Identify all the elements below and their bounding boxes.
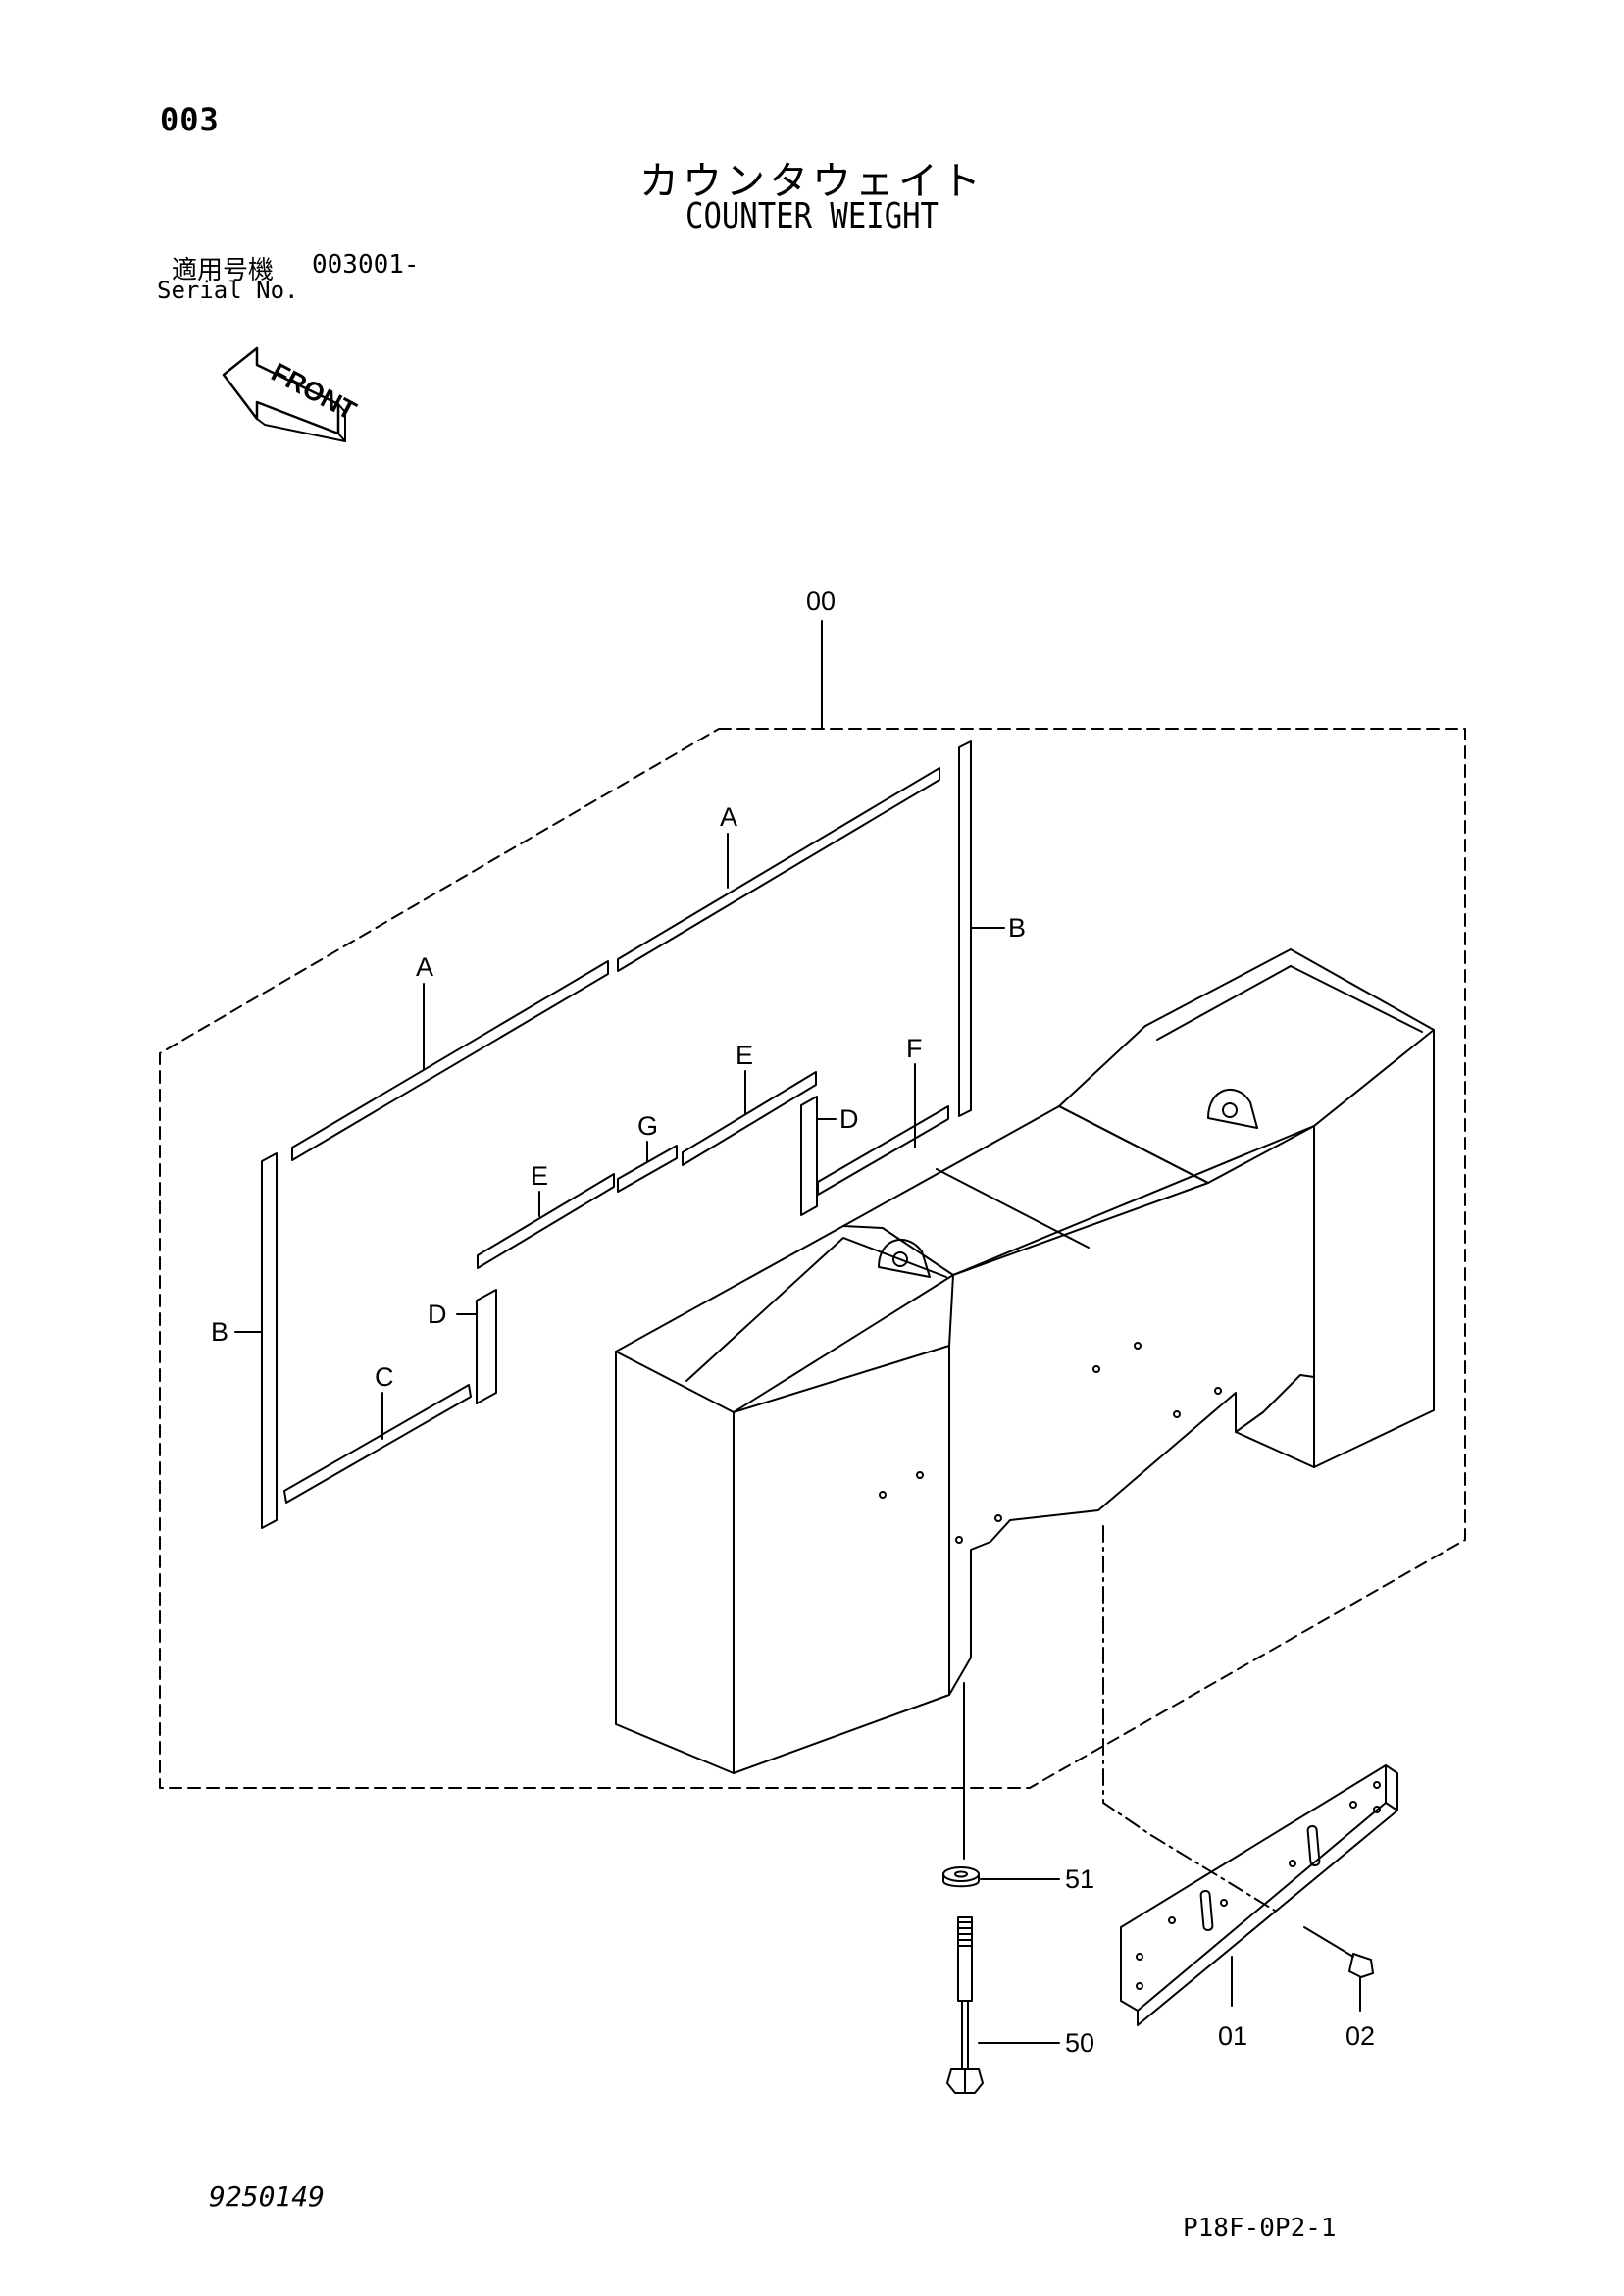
- callout-b-left: B: [211, 1317, 228, 1347]
- counterweight-body: [615, 948, 1435, 1774]
- callout-g: G: [637, 1111, 658, 1141]
- washer-51: [942, 1866, 980, 1888]
- seal-strip-f: [817, 1105, 949, 1196]
- bolt-02: [1303, 1926, 1374, 1978]
- callout-e-upper: E: [736, 1041, 753, 1070]
- seal-strip-d-left: [476, 1289, 497, 1404]
- callout-00: 00: [806, 587, 836, 616]
- callout-50: 50: [1065, 2028, 1094, 2058]
- seal-strip-e-lower: [477, 1173, 615, 1269]
- callout-a-upper: A: [720, 802, 737, 832]
- seal-strip-e-upper: [682, 1071, 817, 1166]
- bolt-50: [946, 1916, 984, 2094]
- seal-strips: [261, 740, 972, 1529]
- seal-strip-g: [617, 1145, 678, 1193]
- callout-f: F: [906, 1034, 923, 1063]
- assembly-boundary: [159, 728, 1466, 1789]
- callout-c: C: [375, 1362, 394, 1392]
- callout-b-right: B: [1008, 913, 1026, 943]
- seal-strip-b-right: [958, 740, 972, 1117]
- seal-strip-c: [283, 1384, 472, 1504]
- page-number: 003: [160, 101, 220, 138]
- callout-a-lower: A: [416, 952, 433, 982]
- seal-strip-a-upper: [617, 767, 940, 972]
- callout-02: 02: [1345, 2021, 1375, 2051]
- front-arrow-icon: FRONT: [222, 346, 361, 442]
- serial-label-japanese: 適用号機: [172, 256, 275, 285]
- serial-number-range: 003001-: [312, 250, 420, 280]
- drawing-number: 9250149: [209, 2180, 326, 2213]
- plate-mounting-line: [1102, 1525, 1276, 1912]
- callout-d-right: D: [839, 1104, 859, 1134]
- callout-e-lower: E: [531, 1161, 548, 1191]
- seal-strip-a-lower: [291, 960, 609, 1161]
- page-title-japanese: カウンタウェイト: [639, 159, 985, 204]
- seal-strip-b-left: [261, 1152, 278, 1529]
- plate-01: [1120, 1764, 1398, 2026]
- seal-strip-d-right: [800, 1096, 818, 1216]
- page-code: P18F-0P2-1: [1183, 2214, 1337, 2243]
- serial-label-english: Serial No.: [157, 277, 299, 304]
- page-title-english: COUNTER WEIGHT: [685, 196, 939, 236]
- callout-d-left: D: [428, 1300, 447, 1329]
- callout-51: 51: [1065, 1864, 1094, 1894]
- callout-01: 01: [1218, 2021, 1247, 2051]
